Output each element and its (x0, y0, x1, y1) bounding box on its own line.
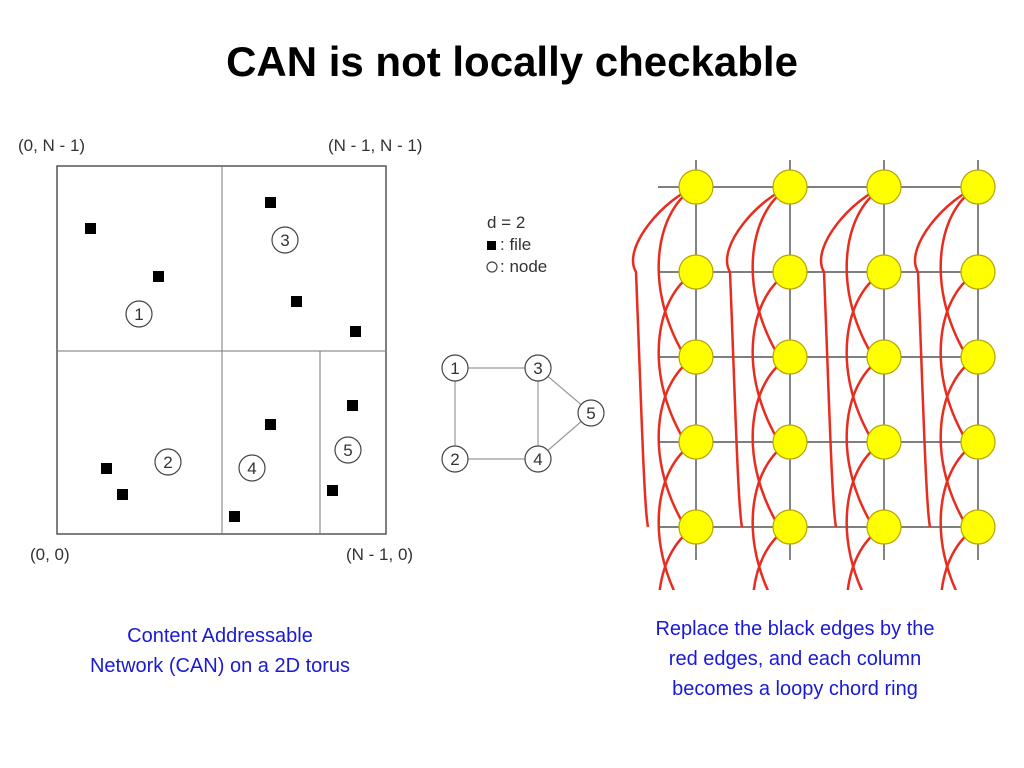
grid-node (960, 254, 996, 290)
grid-node (772, 509, 808, 545)
file-legend-icon (487, 241, 496, 250)
zone-node (125, 300, 153, 328)
overlay-node-label: 3 (533, 359, 542, 378)
caption-chord-ring: Replace the black edges by the red edges… (600, 614, 990, 704)
overlay-node (441, 354, 469, 382)
grid-node (678, 169, 714, 205)
node-legend-label: : node (500, 257, 547, 276)
zone-label: 2 (163, 453, 172, 472)
zone-label: 4 (247, 459, 256, 478)
slide-title: CAN is not locally checkable (226, 38, 798, 85)
chord-edge (725, 185, 791, 528)
overlay-node-label: 2 (450, 450, 459, 469)
zone-node (154, 448, 182, 476)
corner-label-bottom-left: (0, 0) (30, 545, 70, 564)
file-marker (117, 489, 128, 500)
torus-grid-figure (631, 160, 996, 590)
file-marker (327, 485, 338, 496)
grid-node (960, 509, 996, 545)
grid-node (866, 424, 902, 460)
overlay-node (577, 399, 605, 427)
overlay-node-label: 4 (533, 450, 542, 469)
grid-node (678, 509, 714, 545)
node-legend-icon (486, 261, 498, 273)
chord-edge (913, 185, 979, 528)
grid-node (866, 509, 902, 545)
caption-can: Content Addressable Network (CAN) on a 2… (40, 621, 400, 681)
file-marker (265, 419, 276, 430)
grid-node (960, 169, 996, 205)
file-marker (101, 463, 112, 474)
zone-label: 1 (134, 305, 143, 324)
zone-label: 3 (280, 231, 289, 250)
chord-edge (631, 185, 697, 528)
caption-line: becomes a loopy chord ring (672, 678, 918, 700)
grid-node (960, 339, 996, 375)
zone-label: 5 (343, 441, 352, 460)
zone-node (238, 454, 266, 482)
overlay-node (524, 445, 552, 473)
caption-line: red edges, and each column (668, 648, 922, 670)
file-marker (291, 296, 302, 307)
corner-label-top-left: (0, N - 1) (18, 136, 85, 155)
corner-label-top-right: (N - 1, N - 1) (328, 136, 422, 155)
caption-line: Network (CAN) on a 2D torus (89, 655, 351, 677)
file-legend-label: : file (500, 235, 531, 254)
grid-node (678, 339, 714, 375)
corner-label-bottom-right: (N - 1, 0) (346, 545, 413, 564)
can-coordinate-space: (0, N - 1) (N - 1, N - 1) (0, 0) (N - 1,… (18, 136, 422, 564)
overlay-node-label: 1 (450, 359, 459, 378)
dimension-label: d = 2 (487, 213, 525, 232)
legend: d = 2 : file : node (486, 213, 547, 276)
zone-node (271, 226, 299, 254)
grid-node (678, 254, 714, 290)
file-marker (265, 197, 276, 208)
grid-node (678, 424, 714, 460)
overlay-graph: 1 2 3 4 5 (441, 354, 605, 473)
grid-node (772, 254, 808, 290)
overlay-node (441, 445, 469, 473)
file-marker (350, 326, 361, 337)
chord-edge (819, 185, 885, 528)
overlay-node-label: 5 (586, 404, 595, 423)
grid-node (772, 339, 808, 375)
caption-line: Content Addressable (127, 625, 313, 647)
overlay-node (524, 354, 552, 382)
file-marker (153, 271, 164, 282)
grid-node (866, 254, 902, 290)
grid-node (866, 339, 902, 375)
grid-node (772, 169, 808, 205)
grid-node (772, 424, 808, 460)
grid-node (866, 169, 902, 205)
file-marker (347, 400, 358, 411)
caption-line: Replace the black edges by the (655, 618, 935, 640)
grid-node (960, 424, 996, 460)
file-marker (85, 223, 96, 234)
zone-node (334, 436, 362, 464)
file-marker (229, 511, 240, 522)
